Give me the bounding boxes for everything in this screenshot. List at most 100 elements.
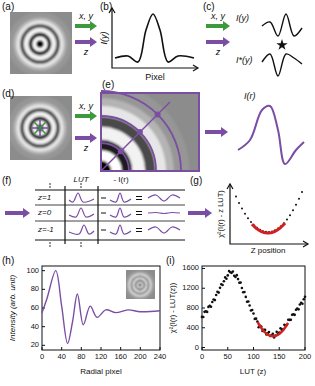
ring bbox=[13, 17, 66, 70]
figure-label: x, y bbox=[79, 102, 93, 111]
chi-square-dot bbox=[247, 217, 249, 219]
figure-label: 240 bbox=[154, 353, 167, 361]
chi-square-point bbox=[301, 302, 304, 305]
measured-profile bbox=[110, 193, 131, 202]
chi-square-point bbox=[293, 314, 296, 317]
figure-label: 800 bbox=[186, 304, 199, 312]
star-ray bbox=[40, 128, 46, 134]
figure-label: χ²(I(r) - z LUT) bbox=[217, 190, 225, 238]
table-line bbox=[35, 221, 185, 222]
figure-label: z bbox=[84, 48, 89, 57]
ring bbox=[100, 98, 174, 172]
ring bbox=[10, 12, 72, 74]
panel-letter: (a) bbox=[2, 2, 14, 12]
ring-image bbox=[100, 92, 200, 172]
convolution-star bbox=[276, 39, 287, 50]
ring bbox=[29, 117, 52, 140]
chi-square-dot bbox=[292, 209, 294, 211]
figure-label: Intensity (arb. unit) bbox=[9, 275, 17, 341]
star-ray bbox=[40, 122, 46, 128]
chi-square-point bbox=[247, 300, 250, 303]
ring bbox=[16, 104, 64, 152]
measured-profile bbox=[110, 208, 131, 217]
chi-square-dots bbox=[235, 191, 303, 233]
ring bbox=[36, 40, 44, 48]
tick bbox=[42, 345, 45, 346]
beam-arrow-head bbox=[223, 21, 230, 31]
ring bbox=[127, 272, 152, 297]
table-line bbox=[64, 186, 65, 244]
chi-square-dot bbox=[289, 214, 291, 216]
ring bbox=[100, 92, 189, 172]
tick bbox=[202, 268, 205, 269]
panel-letter: (d) bbox=[2, 89, 14, 99]
ring bbox=[24, 112, 56, 144]
table-line bbox=[97, 186, 98, 244]
tick bbox=[305, 347, 306, 350]
figure-label: z bbox=[84, 144, 89, 153]
chi-square-point bbox=[243, 291, 246, 294]
panel-letter: (g) bbox=[190, 176, 202, 186]
ring bbox=[24, 28, 56, 60]
table-line bbox=[35, 190, 185, 191]
beam-arrow-shaft bbox=[75, 114, 91, 118]
tick bbox=[42, 347, 43, 350]
table-line bbox=[35, 240, 185, 241]
ring-set bbox=[10, 12, 72, 74]
figure-label: 400 bbox=[186, 324, 199, 332]
panel-letter: (b) bbox=[100, 2, 112, 12]
chi-square-point bbox=[248, 304, 251, 307]
tick bbox=[42, 270, 45, 271]
lut-table bbox=[35, 183, 185, 247]
figure-label: 20 bbox=[31, 342, 39, 350]
ring bbox=[20, 24, 60, 64]
minus-sign bbox=[101, 198, 106, 199]
ring bbox=[32, 120, 47, 135]
tick bbox=[202, 347, 205, 348]
chi-square-point bbox=[202, 316, 205, 319]
quadrant-outline bbox=[101, 93, 199, 171]
continuation-dot bbox=[49, 183, 51, 185]
figure-label: 150 bbox=[273, 353, 286, 361]
figure-label: 50 bbox=[224, 353, 232, 361]
radial-band-arc bbox=[101, 91, 181, 171]
beam-arrow-shaft bbox=[206, 24, 224, 28]
continuation-dot bbox=[49, 242, 51, 244]
lut-profile bbox=[69, 208, 94, 217]
ring-set bbox=[10, 96, 72, 160]
difference-profile bbox=[148, 195, 180, 201]
figure-label: χ²(I(r) - LUT(z)) bbox=[169, 283, 177, 334]
ring-image bbox=[10, 12, 72, 74]
mirrored-profile-curve bbox=[262, 54, 302, 76]
axis-line bbox=[230, 184, 308, 244]
ring bbox=[135, 280, 146, 291]
tick bbox=[101, 347, 102, 350]
plot-frame bbox=[202, 266, 305, 350]
ring-set bbox=[126, 270, 155, 299]
ring bbox=[10, 96, 72, 160]
panel-letter: (e) bbox=[102, 80, 114, 90]
figure-label: 40 bbox=[57, 353, 65, 361]
beam-arrow-head bbox=[90, 37, 97, 47]
beam-arrow-shaft bbox=[206, 40, 224, 44]
intensity-profile bbox=[115, 14, 194, 62]
plot-frame bbox=[42, 266, 160, 350]
chi-square-point bbox=[225, 277, 228, 280]
equals-sign bbox=[136, 211, 142, 212]
figure-label: 160 bbox=[114, 353, 127, 361]
ring bbox=[32, 36, 47, 51]
chi-square-point bbox=[232, 270, 235, 273]
chi-square-point bbox=[211, 301, 214, 304]
axis-line bbox=[112, 8, 198, 68]
figure-label: I*(y) bbox=[236, 56, 253, 65]
chi-square-point bbox=[210, 305, 213, 308]
beam-arrow-shaft bbox=[75, 136, 91, 140]
tick bbox=[227, 347, 228, 350]
figure-label: 100 bbox=[247, 353, 260, 361]
chi-square-dot bbox=[286, 219, 288, 221]
tick bbox=[202, 308, 205, 309]
tick bbox=[279, 347, 280, 350]
parabola-fit bbox=[258, 322, 288, 336]
axis-head bbox=[227, 184, 233, 189]
beam-arrow-shaft bbox=[75, 24, 91, 28]
